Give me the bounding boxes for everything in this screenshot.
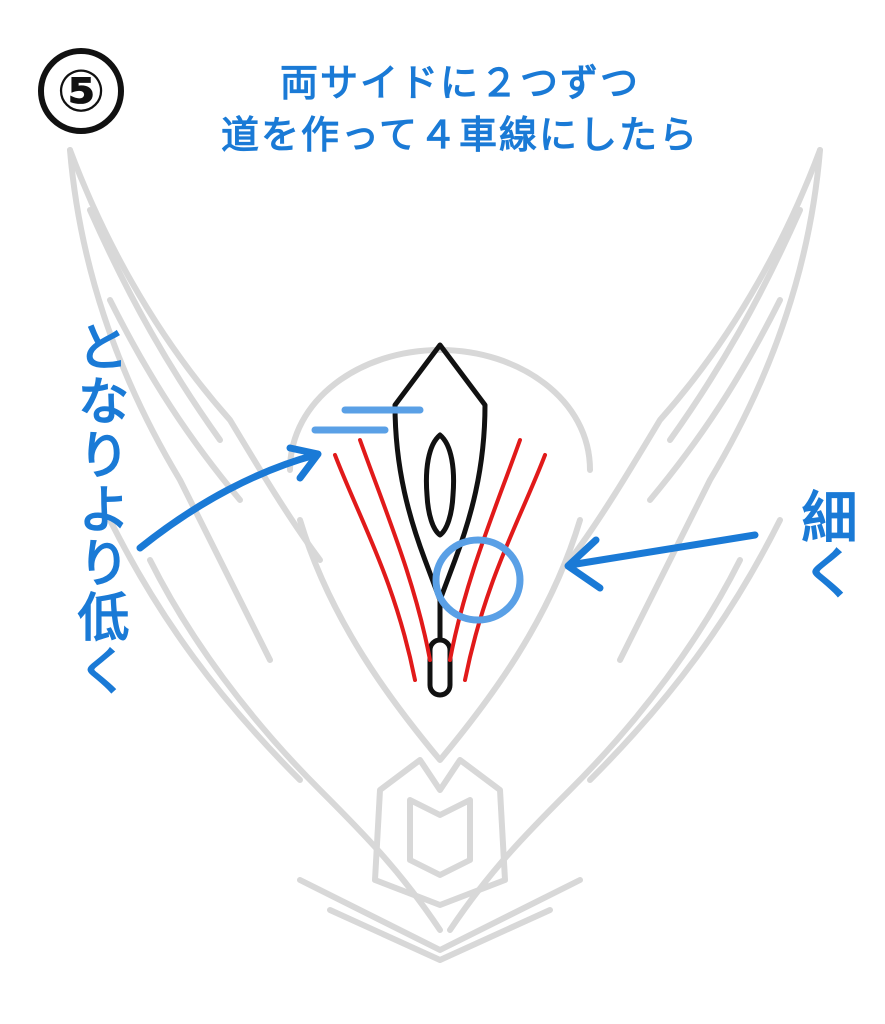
central-crest <box>392 342 488 698</box>
new-red-lines <box>333 438 547 682</box>
title-line-2: 道を作って４車線にしたら <box>220 113 700 157</box>
title-line-1: 両サイドに２つずつ <box>279 61 640 105</box>
step-badge: ⑤ <box>38 48 124 134</box>
annotation-marks <box>311 406 524 624</box>
right-note: 細く <box>792 488 857 600</box>
left-note: となりより低く <box>68 320 128 698</box>
annotation-arrows <box>136 444 759 592</box>
guide-sketch <box>67 147 823 963</box>
